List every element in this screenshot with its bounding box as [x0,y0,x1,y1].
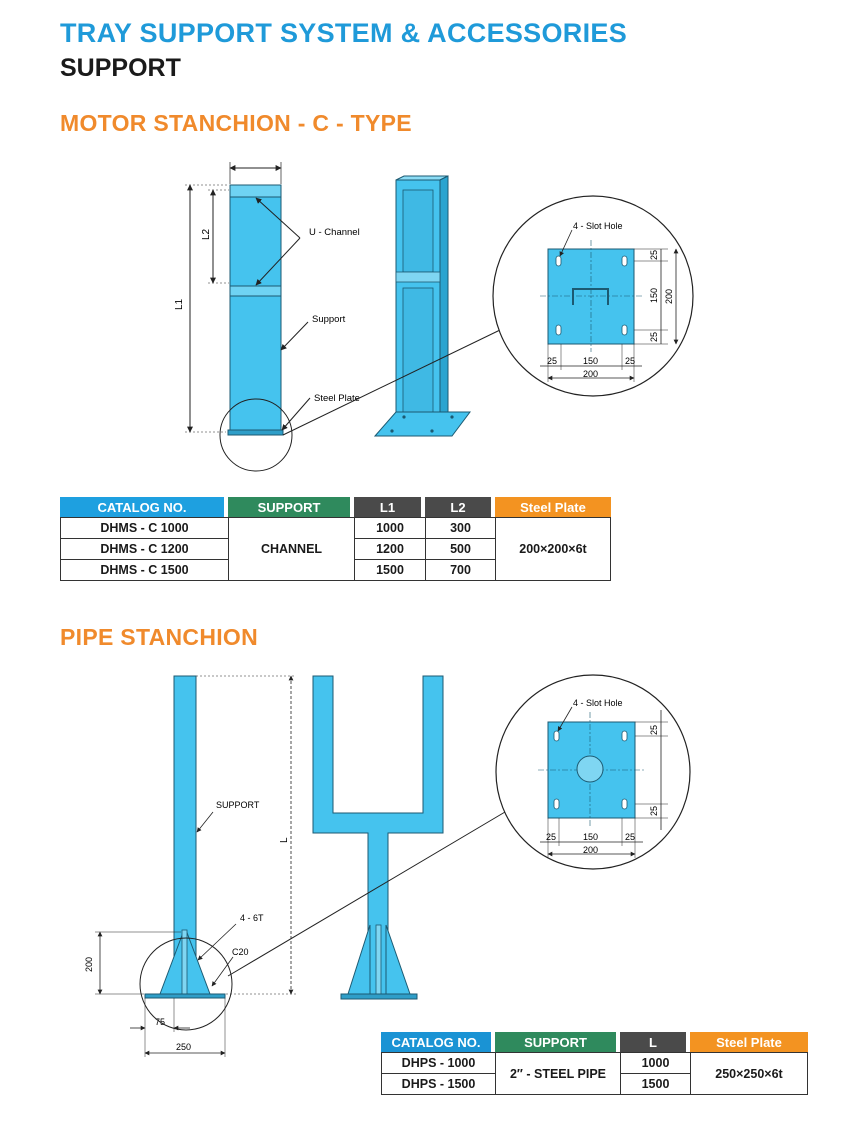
dim-middle-h: 150 [583,356,598,366]
l-cell: 1500 [620,1074,690,1095]
col-catalog: CATALOG NO. [381,1032,495,1052]
motor-plate-detail: 4 - Slot Hole 25 150 25 200 25 150 25 20… [492,195,694,397]
plate-cell: 250×250×6t [690,1052,808,1095]
pipe-dim-right-edge: 25 [625,832,635,842]
support-label: Support [312,314,346,325]
l1-cell: 1000 [354,517,425,539]
table-row: DHMS - C 1000 CHANNEL 1000 300 200×200×6… [60,517,611,581]
support-cell: 2″ - STEEL PIPE [495,1052,620,1095]
table-row: DHMS - C 1200 1200 500 [60,539,611,560]
l2-cell: 700 [425,560,495,581]
col-l1: L1 [354,497,425,517]
motor-iso-view [373,175,471,437]
col-l: L [620,1032,690,1052]
catalog-cell: DHPS - 1000 [381,1052,495,1074]
table-row: DHPS - 1000 2″ - STEEL PIPE 1000 250×250… [381,1052,808,1095]
col-steel-plate: Steel Plate [495,497,611,517]
dim-overall-v: 200 [664,289,674,304]
plate-cell: 200×200×6t [495,517,611,581]
pipe-plate-detail: 4 - Slot Hole 25 25 25 150 25 200 [495,674,691,870]
catalog-cell: DHMS - C 1000 [60,517,228,539]
l-cell: 1000 [620,1052,690,1074]
dim-bottom-edge: 25 [649,332,659,342]
dim-left-edge: 25 [547,356,557,366]
l1-label: L1 [174,298,185,310]
motor-stanchion-table: CATALOG NO. SUPPORT L1 L2 Steel Plate DH… [60,497,611,581]
rib-label: 4 - 6T [240,913,264,923]
dim-250: 250 [176,1042,191,1052]
steel-plate-label: Steel Plate [314,393,360,404]
page-title: TRAY SUPPORT SYSTEM & ACCESSORIES [60,18,628,48]
motor-section-title: MOTOR STANCHION - C - TYPE [60,110,412,136]
l2-cell: 500 [425,539,495,560]
pipe-dim-bottom-edge: 25 [649,806,659,816]
dim-right-edge: 25 [625,356,635,366]
support-cell: CHANNEL [228,517,354,581]
pipe-dim-top-edge: 25 [649,725,659,735]
l2-label: L2 [201,228,212,240]
motor-stanchion-drawing: L1 L2 U - Channel Support Steel Plate [174,162,694,472]
l2-cell: 300 [425,517,495,539]
pipe-dim-middle-h: 150 [583,832,598,842]
chamfer-label: C20 [232,947,249,957]
table-row: DHMS - C 1500 1500 700 [60,560,611,581]
l1-cell: 1500 [354,560,425,581]
pipe-stanchion-drawing: L SUPPORT 4 - 6T C20 200 75 250 [84,674,691,1057]
page-subtitle: SUPPORT [60,54,181,82]
dim-200: 200 [84,957,94,972]
pipe-section-title: PIPE STANCHION [60,624,259,650]
pipe-dim-left-edge: 25 [546,832,556,842]
u-channel-label: U - Channel [309,227,360,238]
l-label: L [279,837,290,843]
pipe-support-label: SUPPORT [216,800,260,810]
l1-cell: 1200 [354,539,425,560]
pipe-stanchion-table: CATALOG NO. SUPPORT L Steel Plate DHPS -… [381,1032,808,1095]
pipe-dim-overall-h: 200 [583,845,598,855]
slot-hole-label: 4 - Slot Hole [573,221,623,231]
dim-middle-v: 150 [649,288,659,303]
col-support: SUPPORT [228,497,354,517]
dim-top-edge: 25 [649,250,659,260]
col-steel-plate: Steel Plate [690,1032,808,1052]
catalog-cell: DHMS - C 1500 [60,560,228,581]
col-catalog: CATALOG NO. [60,497,228,517]
pipe-front-view: L SUPPORT 4 - 6T C20 200 75 250 [84,675,296,1057]
pipe-slot-hole-label: 4 - Slot Hole [573,698,623,708]
pipe-u-view [312,675,444,1000]
col-support: SUPPORT [495,1032,620,1052]
motor-front-view: L1 L2 U - Channel Support Steel Plate [174,162,360,472]
catalog-cell: DHPS - 1500 [381,1074,495,1095]
table-row: DHPS - 1500 1500 [381,1074,808,1095]
dim-overall-h: 200 [583,369,598,379]
col-l2: L2 [425,497,495,517]
catalog-cell: DHMS - C 1200 [60,539,228,560]
